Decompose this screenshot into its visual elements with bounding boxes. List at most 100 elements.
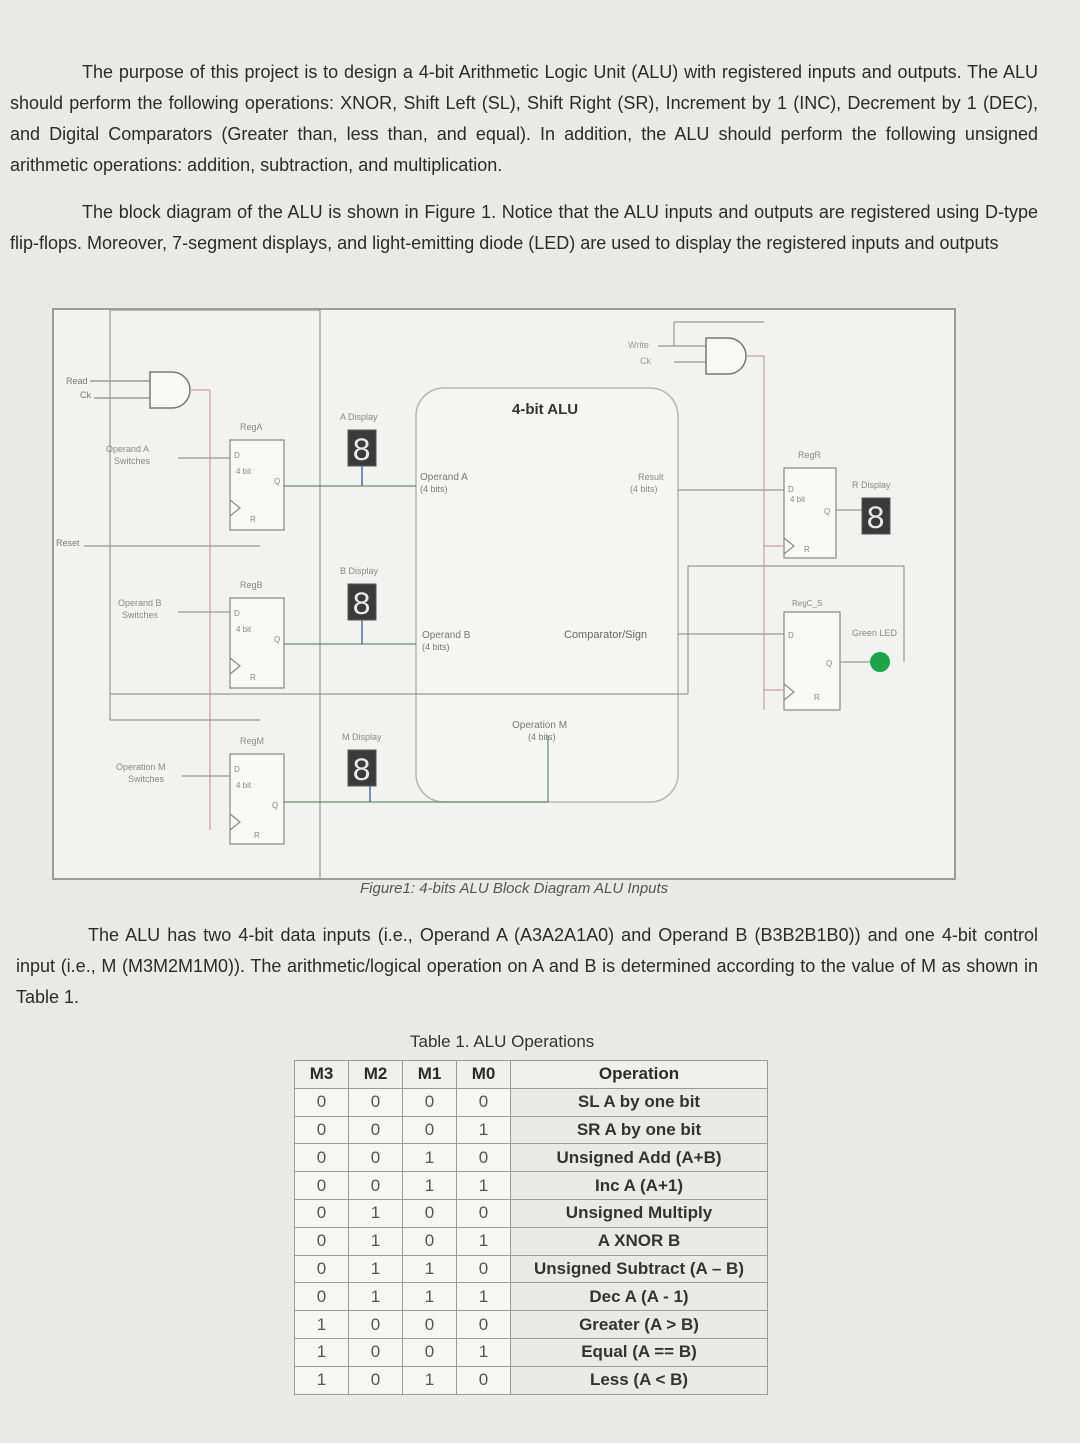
reg-b-d-pin: D [234,609,240,618]
cell-operation: Unsigned Subtract (A – B) [510,1254,768,1284]
cell-m1: 1 [402,1171,457,1200]
cell-m3: 0 [294,1282,349,1312]
green-led-icon [870,652,890,672]
reg-m-d-pin: D [234,765,240,774]
write-ck-label: Ck [640,356,651,366]
operand-a-switches-label: Operand A [106,444,149,454]
header-m0: M0 [456,1060,511,1089]
cell-m1: 0 [402,1310,457,1339]
alu-operand-b-bits: (4 bits) [422,642,450,652]
green-led-label: Green LED [852,628,898,638]
cell-m2: 0 [348,1171,403,1200]
reg-r-label: RegR [798,450,822,460]
a-display-digit: 8 [352,433,371,470]
cell-m2: 0 [348,1115,403,1145]
header-operation: Operation [510,1060,768,1089]
reg-b-r-pin: R [250,673,256,682]
cell-m1: 1 [402,1365,457,1395]
reg-a-d-pin: D [234,451,240,460]
alu-result-label: Result [638,472,664,482]
cell-m2: 0 [348,1365,403,1395]
operand-b-switches-label-2: Switches [122,610,159,620]
cell-operation: Unsigned Add (A+B) [510,1143,768,1173]
intro-paragraph: The purpose of this project is to design… [10,62,1038,175]
cell-m2: 0 [348,1143,403,1173]
b-display [347,583,377,621]
reg-b [229,597,285,689]
alu-operation-m-label: Operation M [512,720,567,731]
cell-m1: 0 [402,1226,457,1256]
reg-m [229,753,285,845]
reg-m-q-pin: Q [272,801,278,810]
reg-m-width: 4 bit [236,781,252,790]
r-display [861,497,891,535]
reg-m-r-pin: R [254,831,260,840]
read-and-gate [149,371,191,409]
reg-c-r-pin: R [814,693,820,702]
r-display-label: R Display [852,480,891,490]
alu-operand-a-label: Operand A [420,472,468,483]
reg-r-r-pin: R [804,545,810,554]
cell-m3: 1 [294,1337,349,1367]
cell-m0: 0 [456,1198,511,1228]
reg-m-label: RegM [240,736,264,746]
alu-operand-a-bits: (4 bits) [420,484,448,494]
m-display [347,749,377,787]
cell-m3: 0 [294,1087,349,1117]
cell-m2: 1 [348,1254,403,1284]
reg-b-q-pin: Q [274,635,280,644]
cell-operation: SL A by one bit [510,1087,768,1117]
cell-operation: SR A by one bit [510,1115,768,1145]
alu-comparator-label: Comparator/Sign [564,629,647,641]
cell-operation: Equal (A == B) [510,1337,768,1367]
reg-a-width: 4 bit [236,467,252,476]
reg-c-s-label: RegC_S [792,599,822,608]
alu-block-diagram: 4-bit ALU Read Ck Reset Operand A Switch… [52,308,956,880]
cell-m0: 1 [456,1171,511,1200]
cell-operation: Dec A (A - 1) [510,1282,768,1312]
operations-paragraph: The ALU has two 4-bit data inputs (i.e.,… [16,925,1038,1007]
operand-a-switches-label-2: Switches [114,456,151,466]
block-diagram-paragraph: The block diagram of the ALU is shown in… [10,202,1038,253]
cell-m3: 0 [294,1143,349,1173]
m-display-digit: 8 [352,753,371,790]
b-display-digit: 8 [352,587,371,624]
cell-m3: 0 [294,1254,349,1284]
reg-r-width: 4 bit [790,495,806,504]
read-label: Read [66,376,88,386]
cell-m0: 0 [456,1087,511,1117]
cell-m1: 1 [402,1254,457,1284]
cell-m3: 1 [294,1365,349,1395]
m-display-label: M Display [342,732,382,742]
operation-m-switches-label: Operation M [116,762,166,772]
figure-caption: Figure1: 4-bits ALU Block Diagram ALU In… [360,880,669,897]
reg-c-q-pin: Q [826,659,832,668]
cell-m2: 0 [348,1087,403,1117]
reg-c-d-pin: D [788,631,794,640]
cell-m3: 0 [294,1115,349,1145]
alu-operand-b-label: Operand B [422,630,471,641]
cell-operation: Less (A < B) [510,1365,768,1395]
cell-m0: 0 [456,1365,511,1395]
reg-a-r-pin: R [250,515,256,524]
reg-r [783,467,837,559]
table-title: Table 1. ALU Operations [410,1032,595,1051]
alu-operation-m-bits: (4 bits) [528,732,556,742]
reg-c-s [783,611,841,711]
cell-m3: 0 [294,1171,349,1200]
r-display-digit: 8 [866,501,885,538]
alu-title: 4-bit ALU [512,401,578,418]
reg-r-d-pin: D [788,485,794,494]
write-label: Write [628,340,649,350]
reset-label: Reset [56,538,80,548]
